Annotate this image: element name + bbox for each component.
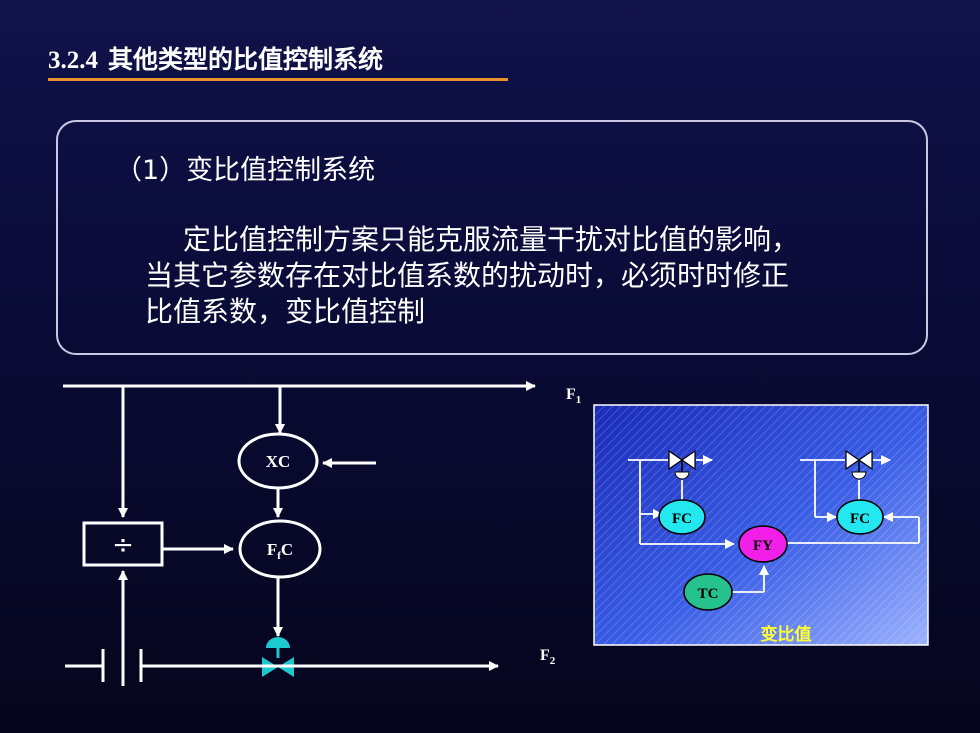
section-number: 3.2.4 bbox=[48, 47, 98, 74]
section-title: 其他类型的比值控制系统 bbox=[108, 47, 384, 74]
inset-valve-left-icon bbox=[668, 449, 696, 480]
inset-tc bbox=[683, 573, 733, 611]
inset-caption: 变比值 bbox=[761, 624, 812, 645]
divider-symbol: ÷ bbox=[112, 530, 134, 560]
inset-fc-left-label: FC bbox=[672, 511, 692, 527]
body-line-3: 比值系数，变比值控制 bbox=[145, 295, 426, 328]
inset-fy-label: FY bbox=[753, 538, 773, 554]
heading-underline bbox=[48, 78, 508, 81]
box-body: 定比值控制方案只能克服流量干扰对比值的影响， 当其它参数存在对比值系数的扰动时，… bbox=[145, 222, 915, 330]
divider-block bbox=[82, 521, 164, 567]
f2-label: F2 bbox=[540, 647, 556, 667]
inset-fy bbox=[738, 525, 788, 563]
slide-heading: 3.2.4 其他类型的比值控制系统 bbox=[48, 40, 383, 76]
inset-tc-label: TC bbox=[698, 586, 719, 602]
inset-fc-left bbox=[658, 499, 706, 535]
ffc-label: FfC bbox=[267, 540, 293, 562]
inset-valve-right-icon bbox=[845, 449, 873, 480]
body-line-1: 定比值控制方案只能克服流量干扰对比值的影响， bbox=[183, 223, 800, 256]
inset-fc-right bbox=[836, 499, 884, 535]
xc-label: XC bbox=[266, 452, 291, 471]
inset-diagram: FC FC FY TC 变比值 bbox=[593, 404, 929, 646]
control-valve-icon bbox=[262, 637, 294, 677]
f1-label: F1 bbox=[566, 386, 581, 406]
body-line-2: 当其它参数存在对比值系数的扰动时，必须时时修正 bbox=[145, 259, 790, 292]
ffc-controller bbox=[238, 519, 322, 579]
content-box bbox=[56, 120, 928, 355]
box-title: （1）变比值控制系统 bbox=[115, 155, 376, 186]
inset-fc-right-label: FC bbox=[850, 511, 870, 527]
